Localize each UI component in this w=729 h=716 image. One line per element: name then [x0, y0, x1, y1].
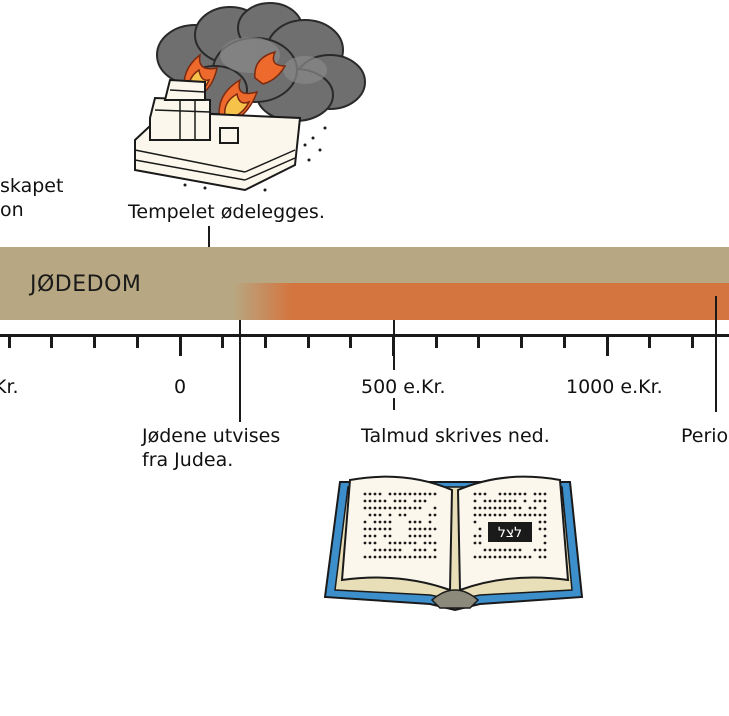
event-label-right-partial: Perio: [681, 425, 728, 448]
book-inscription: לצל: [498, 525, 522, 541]
axis-label-zero: 0: [174, 376, 186, 399]
event-label-left-partial-1: skapet: [0, 175, 63, 198]
pointer-line-talmud-upper: [393, 320, 395, 370]
axis-label-500: 500 e.Kr.: [361, 376, 446, 399]
axis-minor-tick: [691, 334, 694, 348]
axis-minor-tick: [50, 334, 53, 348]
event-label-expelled-2: fra Judea.: [142, 449, 233, 472]
event-label-temple-destroyed: Tempelet ødelegges.: [128, 201, 325, 224]
event-label-left-partial-2: on: [0, 199, 24, 222]
pointer-line-talmud-lower: [393, 398, 395, 410]
axis-minor-tick: [349, 334, 352, 348]
axis-minor-tick: [648, 334, 651, 348]
axis-minor-tick: [477, 334, 480, 348]
diaspora-band: [232, 283, 729, 320]
axis-label-1000: 1000 e.Kr.: [566, 376, 663, 399]
band-label-judaism: JØDEDOM: [30, 272, 141, 297]
axis-major-tick: [606, 334, 609, 356]
axis-minor-tick: [435, 334, 438, 348]
pointer-line-expelled: [239, 320, 241, 422]
axis-minor-tick: [221, 334, 224, 348]
axis-minor-tick: [563, 334, 566, 348]
axis-major-tick: [179, 334, 182, 356]
timeline-axis: [0, 334, 729, 337]
burning-temple-illustration: [125, 0, 385, 195]
axis-minor-tick: [520, 334, 523, 348]
axis-minor-tick: [93, 334, 96, 348]
open-talmud-book-illustration: לצל: [320, 462, 590, 612]
pointer-line-right: [715, 296, 717, 412]
event-label-expelled-1: Jødene utvises: [142, 425, 280, 448]
axis-label-bce: Kr.: [0, 376, 19, 399]
axis-minor-tick: [264, 334, 267, 348]
event-label-talmud: Talmud skrives ned.: [361, 425, 550, 448]
axis-minor-tick: [8, 334, 11, 348]
axis-minor-tick: [307, 334, 310, 348]
axis-minor-tick: [136, 334, 139, 348]
